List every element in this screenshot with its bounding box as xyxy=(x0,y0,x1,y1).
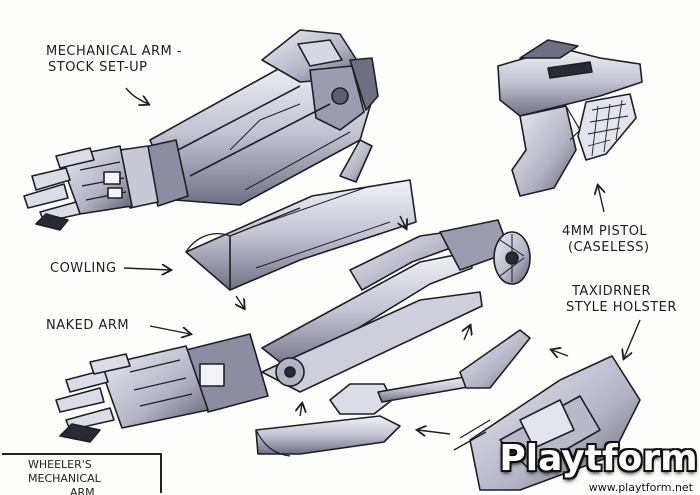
stock-pieces-drawing xyxy=(255,329,531,457)
label-holster: TAXIDRNER STYLE HOLSTER xyxy=(566,284,677,316)
mechanical-arm-stock-drawing xyxy=(23,29,379,231)
label-line: STYLE HOLSTER xyxy=(566,300,677,315)
arrow-stock-lower xyxy=(300,404,302,417)
arrow-cowling-to-arm xyxy=(236,295,244,308)
pistol-drawing xyxy=(497,39,643,197)
label-mechanical-arm-stock: MECHANICAL ARM - STOCK SET-UP xyxy=(46,44,182,76)
arrow-stock-piece xyxy=(552,350,569,356)
arrow-pistol xyxy=(598,186,604,213)
arrow-cowling xyxy=(123,268,170,270)
sheet-title-box: WHEELER'S MECHANICAL ARM xyxy=(2,453,162,495)
holster-drawing xyxy=(453,355,641,491)
label-line: MECHANICAL ARM - xyxy=(46,44,183,59)
naked-arm-drawing xyxy=(55,219,531,443)
title-line: WHEELER'S MECHANICAL xyxy=(28,458,101,485)
playtform-watermark: Playtform www.playtform.net xyxy=(497,433,700,495)
watermark-url: www.playtform.net xyxy=(585,481,696,494)
cowling-drawing xyxy=(185,139,417,291)
title-line: ARM xyxy=(70,486,95,495)
label-pistol: 4MM PISTOL (CASELESS) xyxy=(562,224,650,256)
arrow-holster xyxy=(624,319,641,358)
label-line: 4MM PISTOL xyxy=(562,224,648,239)
watermark-wordmark: Playtform xyxy=(499,438,698,479)
label-line: STOCK SET-UP xyxy=(48,60,148,75)
arrow-holster-left xyxy=(418,430,451,434)
arrow-naked-arm xyxy=(149,325,190,334)
label-naked-arm: NAKED ARM xyxy=(46,318,130,333)
label-line: TAXIDRNER xyxy=(572,284,652,299)
label-cowling: COWLING xyxy=(50,261,117,276)
label-line: (CASELESS) xyxy=(568,240,650,255)
annotation-arrows xyxy=(123,87,641,434)
arrow-turbine xyxy=(464,326,470,341)
arrow-stock-setup xyxy=(125,87,148,104)
arrow-cowling-down xyxy=(400,215,406,228)
